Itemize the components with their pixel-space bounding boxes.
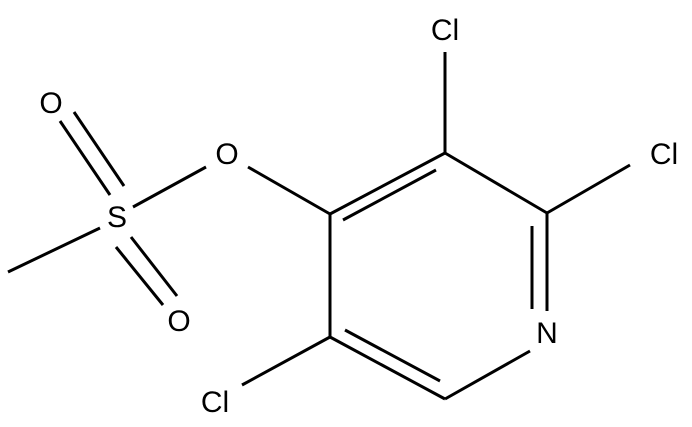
- bond-s-o-bottom-b: [129, 236, 179, 297]
- bond-c3-c4: [329, 151, 446, 216]
- bond-c2-cl: [546, 163, 631, 215]
- bond-c5-cl: [241, 335, 331, 387]
- atom-cl-top: Cl: [431, 14, 459, 47]
- atom-o-ester: O: [215, 138, 238, 171]
- atom-n: N: [536, 317, 558, 350]
- bond-c4-o: [247, 165, 331, 216]
- atom-o-sulfonyl-top: O: [39, 87, 62, 120]
- atom-s: S: [107, 201, 127, 234]
- bond-n-c6: [444, 349, 531, 401]
- bond-c6-c5-inner: [344, 328, 441, 383]
- bond-s-methyl: [7, 226, 101, 274]
- bond-c3-c2: [444, 151, 548, 215]
- atom-cl-bottom: Cl: [201, 386, 229, 419]
- atom-cl-right: Cl: [650, 138, 678, 171]
- atom-o-sulfonyl-bottom: O: [167, 305, 190, 338]
- bond-s-o-top-b: [72, 111, 126, 187]
- bond-s-o-top-a: [58, 120, 112, 196]
- bond-o-s: [132, 165, 207, 209]
- bond-c3-c4-inner: [342, 168, 437, 222]
- bond-s-o-bottom-a: [114, 246, 165, 306]
- bond-c6-c5: [329, 335, 446, 401]
